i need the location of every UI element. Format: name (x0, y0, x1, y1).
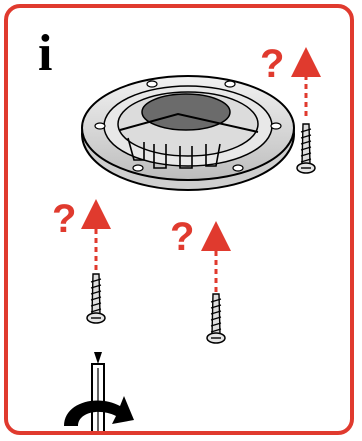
screw-icon (206, 293, 226, 344)
info-icon: i (38, 25, 53, 82)
removal-arrow-icon (81, 47, 321, 292)
instruction-panel: i ? ? ? (4, 4, 354, 435)
screw-icon (296, 123, 316, 174)
question-mark: ? (260, 42, 285, 86)
question-mark: ? (170, 215, 195, 259)
screw-icon (86, 273, 106, 324)
rotation-arrow-icon (64, 396, 134, 426)
hatch-cover-icon (81, 75, 295, 191)
illustration (64, 47, 321, 431)
screwdriver-icon (91, 352, 105, 431)
question-mark: ? (52, 197, 77, 241)
